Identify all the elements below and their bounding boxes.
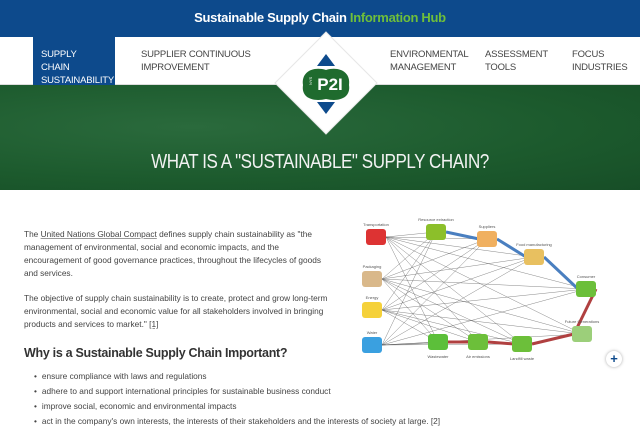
connection-line	[381, 256, 535, 346]
connection-line	[381, 256, 535, 311]
connection-line	[381, 231, 437, 311]
list-item: improve social, economic and environment…	[34, 400, 334, 413]
diagram-node-icon	[572, 326, 592, 342]
nav-label: IMPROVEMENT	[141, 62, 210, 73]
connection-line	[385, 236, 535, 258]
main-nav: SUPPLY CHAIN SUSTAINABILITY SUPPLIER CONT…	[0, 37, 640, 86]
page-title: WHAT IS A "SUSTAINABLE" SUPPLY CHAIN?	[151, 151, 489, 173]
connection-line	[381, 238, 488, 311]
connection-line	[381, 309, 479, 343]
connection-line	[385, 236, 523, 345]
diagram-label: Air emissions	[466, 354, 490, 359]
connection-line	[385, 236, 587, 290]
flow-arrow	[542, 255, 580, 291]
diagram-label: Wastewater	[428, 354, 450, 359]
paragraph-definition: The United Nations Global Compact define…	[24, 228, 334, 280]
nav-supplier-continuous-improvement[interactable]: SUPPLIER CONTINUOUS IMPROVEMENT	[141, 37, 251, 85]
connection-line	[381, 278, 523, 345]
connection-line	[385, 236, 439, 343]
connection-line	[381, 278, 479, 343]
diagram-label: Energy	[366, 295, 379, 300]
un-global-compact-link[interactable]: United Nations Global Compact	[40, 229, 157, 239]
nav-label: INDUSTRIES	[572, 62, 628, 73]
diagram-node-icon	[468, 334, 488, 350]
hero-banner: WHAT IS A "SUSTAINABLE" SUPPLY CHAIN?	[0, 85, 640, 190]
diagram-node-icon	[512, 336, 532, 352]
connection-line	[385, 236, 479, 343]
diagram-node-icon	[362, 302, 382, 318]
reasons-list: ensure compliance with laws and regulati…	[24, 370, 440, 428]
nav-label: ASSESSMENT	[485, 49, 548, 60]
section-heading: Why is a Sustainable Supply Chain Import…	[24, 346, 288, 360]
connection-line	[381, 288, 587, 346]
connection-line	[381, 231, 437, 280]
flow-arrow	[531, 332, 575, 346]
connection-line	[381, 309, 523, 345]
nav-label: MANAGEMENT	[390, 62, 457, 73]
diagram-label: Landfill waste	[510, 356, 535, 361]
nav-label: SUSTAINABILITY	[41, 75, 115, 86]
nav-environmental-management[interactable]: ENVIRONMENTAL MANAGEMENT	[390, 37, 469, 85]
nav-label: FOCUS	[572, 49, 605, 60]
flow-arrow	[496, 237, 527, 259]
diagram-node-icon	[576, 281, 596, 297]
connection-line	[385, 236, 583, 335]
site-title: Sustainable Supply Chain	[194, 10, 347, 25]
connection-line	[381, 238, 488, 346]
flow-arrow	[487, 340, 515, 346]
list-item: ensure compliance with laws and regulati…	[34, 370, 334, 383]
connection-line	[381, 278, 587, 290]
nav-focus-industries[interactable]: FOCUS INDUSTRIES	[572, 37, 628, 85]
diagram-label: Consumer	[577, 274, 596, 279]
flow-arrow	[445, 230, 480, 241]
connection-line	[381, 256, 535, 280]
nav-label: SUPPLY CHAIN	[41, 49, 77, 73]
site-title-highlight: Information Hub	[349, 10, 446, 25]
text: The	[24, 229, 41, 239]
diagram-label: Suppliers	[479, 224, 496, 229]
diagram-node-icon	[366, 229, 386, 245]
reference-1-link[interactable]: [1]	[149, 319, 159, 329]
diagram-label: Packaging	[363, 264, 382, 269]
nav-label: TOOLS	[485, 62, 517, 73]
diagram-label: Water	[367, 330, 378, 335]
connection-line	[381, 309, 583, 335]
connection-line	[381, 278, 583, 335]
nav-assessment-tools[interactable]: ASSESSMENT TOOLS	[485, 37, 548, 85]
diagram-node-icon	[428, 334, 448, 350]
plus-icon[interactable]: +	[606, 351, 622, 367]
text: defines supply chain sustainability as "…	[24, 229, 322, 278]
connection-line	[381, 278, 439, 343]
nav-supply-chain-sustainability[interactable]: SUPPLY CHAIN SUSTAINABILITY	[33, 37, 115, 86]
diagram-label: Food manufacturing	[516, 242, 552, 247]
logo-state: NYS	[308, 76, 313, 85]
site-header: Sustainable Supply Chain Information Hub	[0, 0, 640, 37]
diagram-label: Resource extraction	[418, 217, 454, 222]
diagram-label: Future Generations	[565, 319, 599, 324]
logo-text: P2I	[317, 75, 343, 94]
connection-line	[381, 231, 437, 346]
diagram-node-icon	[362, 271, 382, 287]
p2i-logo[interactable]: P2I NYS	[273, 30, 379, 136]
paragraph-objective: The objective of supply chain sustainabi…	[24, 292, 334, 331]
diagram-node-icon	[426, 224, 446, 240]
diagram-node-icon	[477, 231, 497, 247]
diagram-label: Transportation	[363, 222, 389, 227]
nav-label: SUPPLIER CONTINUOUS	[141, 49, 251, 60]
connection-line	[381, 238, 488, 280]
diagram-node-icon	[362, 337, 382, 353]
text: The objective of supply chain sustainabi…	[24, 293, 328, 329]
diagram-node-icon	[524, 249, 544, 265]
article-text: The United Nations Global Compact define…	[24, 228, 440, 430]
nav-label: ENVIRONMENTAL	[390, 49, 469, 60]
list-item: adhere to and support international prin…	[34, 385, 334, 398]
connection-line	[381, 288, 587, 311]
list-item: act in the company's own interests, the …	[34, 415, 440, 428]
